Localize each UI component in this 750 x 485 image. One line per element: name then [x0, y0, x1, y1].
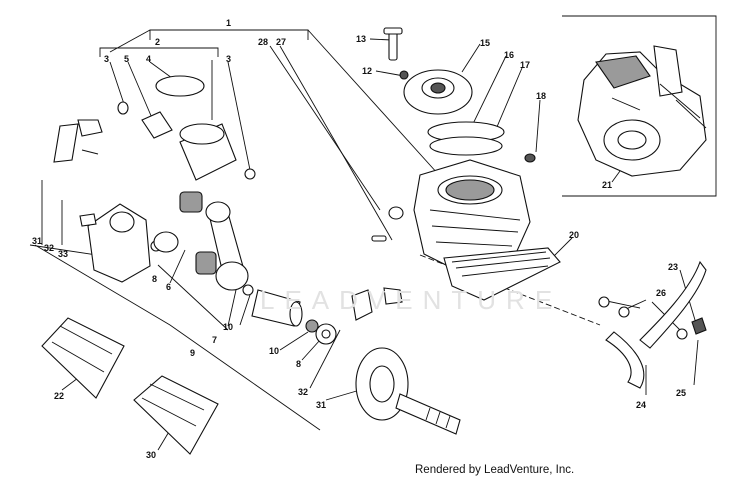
footer-credit: Rendered by LeadVenture, Inc. — [415, 464, 575, 476]
connecting-rod — [150, 191, 254, 296]
callout-22: 22 — [54, 391, 64, 401]
piston-assembly — [53, 75, 256, 181]
callout-21: 21 — [602, 180, 612, 190]
callout-23: 23 — [668, 262, 678, 272]
callout-3: 3 — [104, 54, 109, 64]
callout-31: 31 — [32, 236, 42, 246]
watermark: LEADVENTURE — [260, 285, 563, 315]
callout-20: 20 — [569, 230, 579, 240]
callout-7: 7 — [212, 335, 217, 345]
callout-24: 24 — [636, 400, 646, 410]
callout-4: 4 — [146, 54, 151, 64]
callout-9: 9 — [190, 348, 195, 358]
callout-3: 3 — [226, 54, 231, 64]
callout-8: 8 — [296, 359, 301, 369]
callout-8: 8 — [152, 274, 157, 284]
bags — [41, 317, 219, 455]
crank-right — [355, 347, 461, 435]
callout-5: 5 — [124, 54, 129, 64]
engine-inset — [562, 15, 717, 197]
callout-27: 27 — [276, 37, 286, 47]
callout-10: 10 — [223, 322, 233, 332]
callout-15: 15 — [480, 38, 490, 48]
callout-2: 2 — [155, 37, 160, 47]
callout-33: 33 — [58, 249, 68, 259]
bearing-parts — [251, 287, 403, 345]
callout-31: 31 — [316, 400, 326, 410]
callout-32: 32 — [298, 387, 308, 397]
callout-30: 30 — [146, 450, 156, 460]
crank-left — [79, 203, 179, 283]
callout-16: 16 — [504, 50, 514, 60]
callout-17: 17 — [520, 60, 530, 70]
callout-28: 28 — [258, 37, 268, 47]
callout-10: 10 — [269, 346, 279, 356]
callout-18: 18 — [536, 91, 546, 101]
callout-12: 12 — [362, 66, 372, 76]
callout-1: 1 — [226, 18, 231, 28]
cylinder-assembly — [371, 27, 561, 301]
callout-32: 32 — [44, 243, 54, 253]
callout-26: 26 — [656, 288, 666, 298]
hoses — [598, 260, 707, 389]
callout-25: 25 — [676, 388, 686, 398]
callout-labels: 1 2 3 3 4 5 6 7 8 8 9 10 10 12 13 15 16 … — [32, 18, 686, 460]
callout-6: 6 — [166, 282, 171, 292]
callout-13: 13 — [356, 34, 366, 44]
